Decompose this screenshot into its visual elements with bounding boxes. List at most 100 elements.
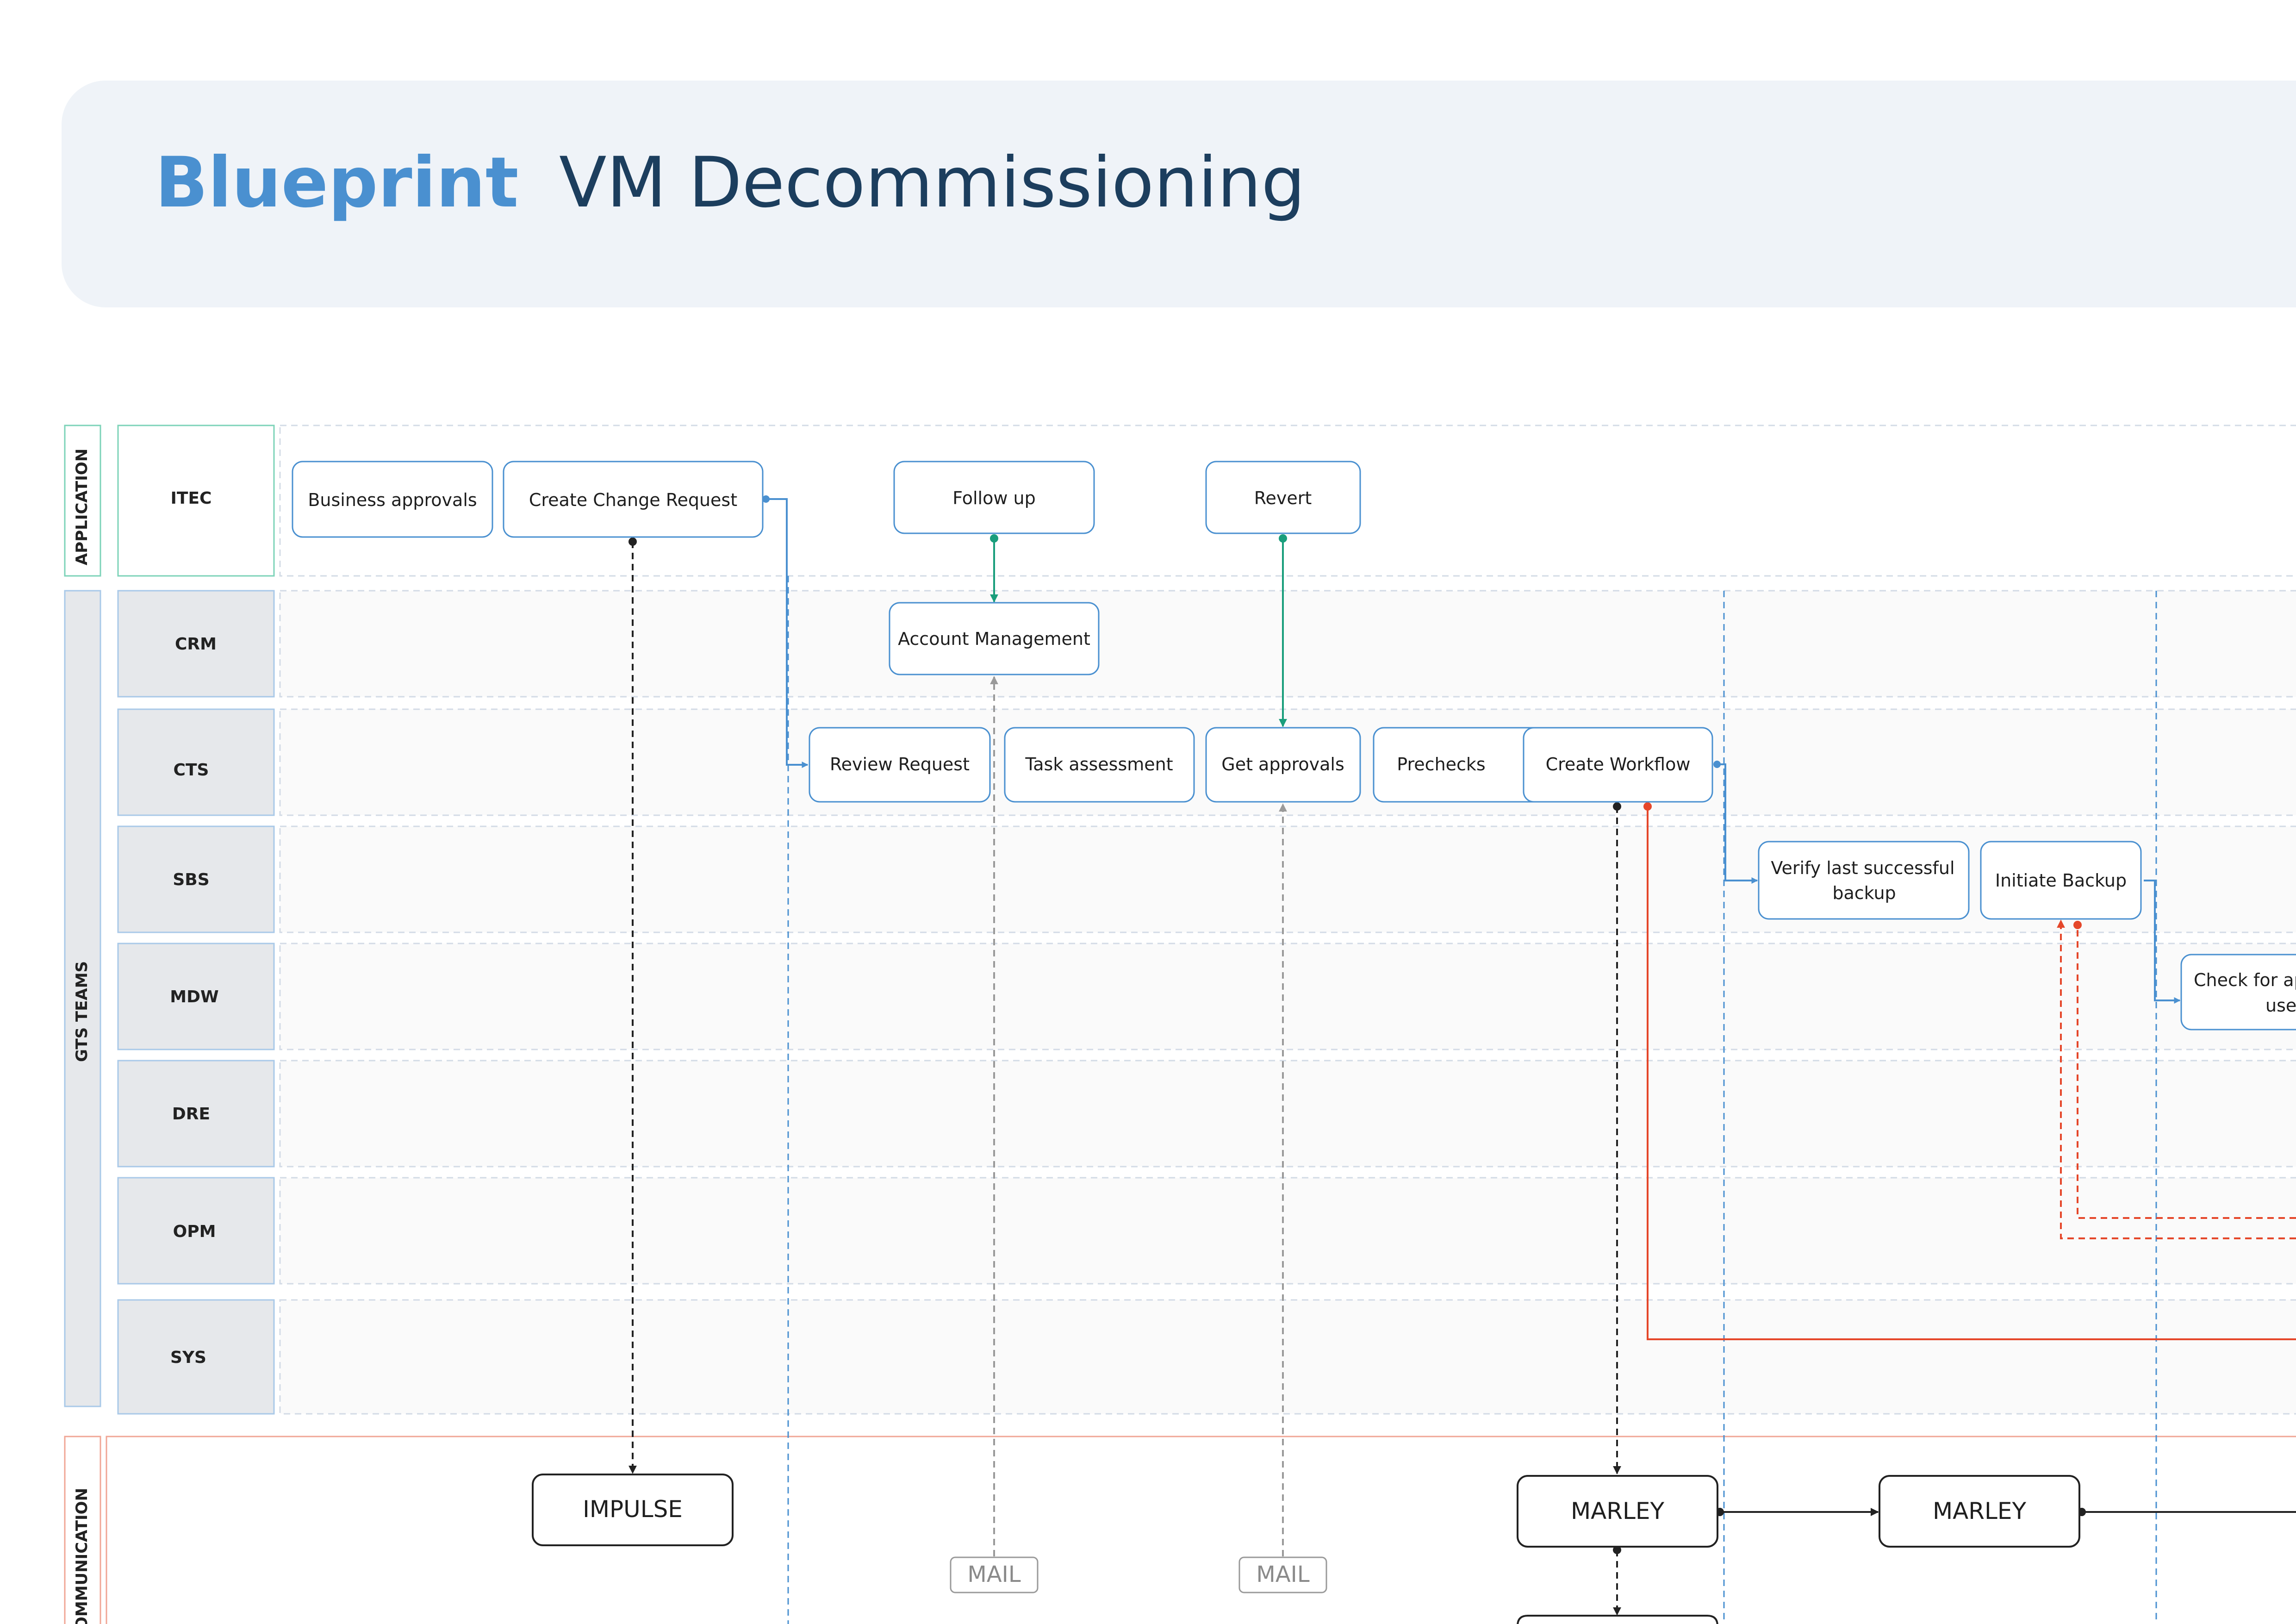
lane-header-box: [117, 1060, 275, 1168]
group-application: APPLICATION: [64, 425, 101, 577]
lane-bg-mdw: [279, 943, 2296, 1050]
lane-header-box: [117, 590, 275, 698]
lane-header-sys: SYS: [117, 1299, 275, 1415]
brand-title: Blueprint: [155, 143, 519, 223]
lane-bg-opm: [279, 1177, 2296, 1285]
step-create-change-request[interactable]: Create Change Request: [503, 461, 764, 538]
step-box[interactable]: [2180, 954, 2296, 1031]
system-impulse[interactable]: IMPULSE: [532, 1474, 734, 1546]
step-label: Follow up: [952, 488, 1035, 508]
connector-dot: [2073, 921, 2082, 929]
lane-label: SYS: [170, 1348, 206, 1367]
step-box[interactable]: [503, 461, 764, 538]
step-initiate-backup[interactable]: Initiate Backup: [1980, 841, 2142, 920]
lane-bg-crm: [279, 590, 2296, 698]
lane-header-box: [117, 708, 275, 816]
flow-workflow-to-verify: [1717, 763, 1758, 884]
step-box[interactable]: [809, 727, 991, 803]
group-box: [64, 1436, 101, 1624]
lane-label: ITEC: [171, 489, 212, 508]
group-label: GTS TEAMS: [73, 961, 91, 1062]
step-business-approvals[interactable]: Business approvals: [292, 461, 493, 538]
lane-backgrounds: [279, 590, 2296, 1415]
system-marley[interactable]: MARLEY: [1517, 1475, 1718, 1548]
step-label: Check for ap: [2194, 970, 2296, 990]
step-label: backup: [1832, 883, 1896, 903]
lane-label: CRM: [175, 635, 217, 654]
lane-bg-sys: [279, 1299, 2296, 1415]
step-create-workflow[interactable]: Create Workflow: [1523, 727, 1713, 803]
group-box: [64, 425, 101, 577]
step-box[interactable]: [1004, 727, 1195, 803]
lane-label: DRE: [172, 1105, 210, 1124]
lane-header-cts: CTS: [117, 708, 275, 816]
connector-dot: [1613, 802, 1621, 811]
connector-dot: [1643, 802, 1652, 811]
system-box[interactable]: [1879, 1475, 2080, 1548]
flow-red-dashed-inner: [2077, 925, 2296, 1219]
system-box-partial[interactable]: [1517, 1615, 1718, 1624]
connectors: [628, 495, 2296, 1616]
step-label: use: [2265, 995, 2296, 1016]
step-task-assessment[interactable]: Task assessment: [1004, 727, 1195, 803]
step-label: Task assessment: [1025, 754, 1173, 775]
header-banner: [62, 81, 2296, 307]
step-box[interactable]: [893, 461, 1095, 534]
step-box[interactable]: [1205, 727, 1361, 803]
page-title: VM Decommissioning: [559, 143, 1306, 223]
system-box[interactable]: [532, 1474, 734, 1546]
lane-header-box: [117, 1177, 275, 1285]
lane-header-box: [117, 1299, 275, 1415]
mail-tag: MAIL: [950, 1556, 1039, 1593]
lane-bg-dre: [279, 1060, 2296, 1168]
group-label: APPLICATION: [73, 449, 91, 565]
system-box[interactable]: [1517, 1475, 1718, 1548]
flow-backup-to-check: [2144, 880, 2181, 1004]
mail-tag-box: [1238, 1556, 1327, 1593]
flow-red-dashed-outer: [2057, 919, 2296, 1239]
step-revert[interactable]: Revert: [1205, 461, 1361, 534]
connector-dot: [1613, 1546, 1621, 1554]
step-label: Revert: [1254, 488, 1312, 508]
step-box[interactable]: [1980, 841, 2142, 920]
lane-header-crm: CRM: [117, 590, 275, 698]
lane-header-sbs: SBS: [117, 825, 275, 933]
step-label: Get approvals: [1221, 754, 1344, 775]
step-follow-up[interactable]: Follow up: [893, 461, 1095, 534]
step-check-for-app-users[interactable]: Check for ap use: [2180, 954, 2296, 1031]
step-box[interactable]: [1758, 841, 1970, 920]
connector-dot: [762, 495, 770, 503]
connector-dot: [1279, 534, 1287, 543]
lane-header-box: [117, 825, 275, 933]
mail-tag: MAIL: [1238, 1556, 1327, 1593]
step-box[interactable]: [1205, 461, 1361, 534]
phase-dividers: [787, 576, 2157, 1624]
step-box[interactable]: [1523, 727, 1713, 803]
group-communication: COMMUNICATION: [64, 1436, 2296, 1624]
lane-header-dre: DRE: [117, 1060, 275, 1168]
step-label: Initiate Backup: [1995, 870, 2127, 891]
lane-header-itec: ITEC: [117, 425, 275, 577]
step-label: Business approvals: [308, 490, 477, 510]
lane-header-mdw: MDW: [117, 943, 275, 1050]
step-prechecks[interactable]: Prechecks: [1373, 727, 1551, 803]
lane-header-box: [117, 943, 275, 1050]
step-box[interactable]: [292, 461, 493, 538]
lane-header-box: [117, 425, 275, 577]
step-account-management[interactable]: Account Management: [889, 602, 1100, 675]
lane-header-opm: OPM: [117, 1177, 275, 1285]
step-box[interactable]: [889, 602, 1100, 675]
step-verify-last-successful-backup[interactable]: Verify last successful backup: [1758, 841, 1970, 920]
system-box-top-edge[interactable]: [1517, 1615, 1718, 1624]
step-review-request[interactable]: Review Request: [809, 727, 991, 803]
lane-label: SBS: [173, 870, 209, 889]
flow-ccr-to-review: [766, 498, 809, 768]
step-label: Account Management: [898, 629, 1090, 649]
system-label: IMPULSE: [583, 1496, 683, 1523]
system-marley-2[interactable]: MARLEY: [1879, 1475, 2080, 1548]
communication-lane-frame: [106, 1436, 2296, 1624]
step-get-approvals[interactable]: Get approvals: [1205, 727, 1361, 803]
connector-dot: [628, 537, 637, 546]
lane-label: CTS: [174, 761, 209, 780]
